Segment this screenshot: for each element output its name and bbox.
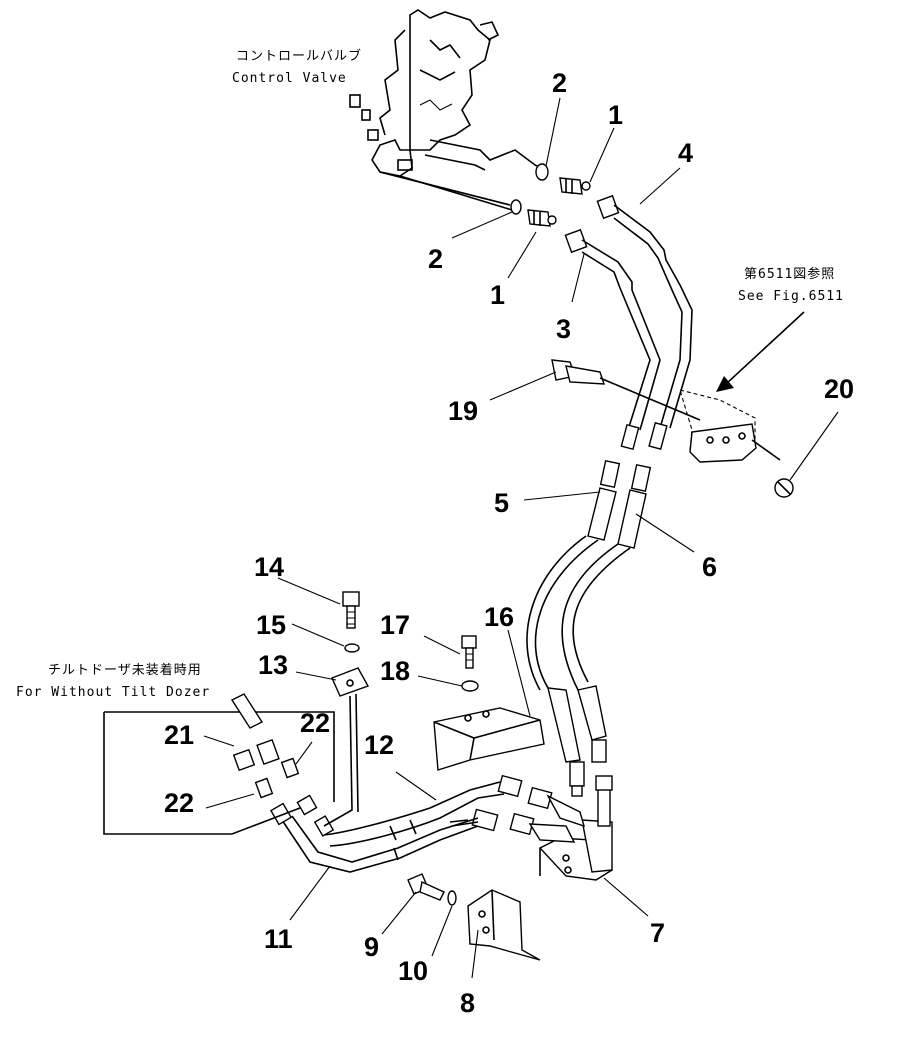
part-number-2: 2 [552,68,567,98]
hose-lower-ends [547,685,607,797]
part-number-1: 1 [490,280,505,310]
part-number-22: 22 [300,708,330,738]
part-number-12: 12 [364,730,394,760]
part-number-10: 10 [398,956,428,986]
bracket-7 [538,775,613,881]
bracket-8 [467,889,541,961]
part-number-5: 5 [494,488,509,518]
clamp-19 [551,359,701,421]
part-number-14: 14 [254,552,284,582]
tube-4 [596,194,693,429]
control-valve [349,9,546,211]
o-ring-2-upper [535,163,549,181]
note-see-fig-en: See Fig.6511 [738,289,844,304]
bolt-9 [407,873,445,901]
elbow-pipes [471,774,586,843]
part-number-16: 16 [484,602,514,632]
part-number-1: 1 [608,100,623,130]
part-number-20: 20 [824,374,854,404]
tube-connector-left [620,423,640,451]
note-control-valve-jp: コントロールバルブ [236,48,362,64]
part-number-13: 13 [258,650,288,680]
hose-6 [561,463,652,691]
part-number-6: 6 [702,552,717,582]
leader-lines [203,97,839,979]
part-number-4: 4 [678,138,693,168]
part-number-22: 22 [164,788,194,818]
tube-3 [564,228,661,431]
pipe-12 [323,781,505,847]
note-tilt-en: For Without Tilt Dozer [16,685,210,700]
note-control-valve-en: Control Valve [232,71,347,86]
part-number-7: 7 [650,918,665,948]
part-number-9: 9 [364,932,379,962]
cover-16 [433,707,545,771]
part-number-21: 21 [164,720,194,750]
part-number-19: 19 [448,396,478,426]
part-number-11: 11 [264,924,293,954]
elbow-fitting-1-lower [527,209,557,227]
washer-15 [344,643,360,653]
hose-5 [526,459,621,691]
part-number-8: 8 [460,988,475,1018]
tilt-dozer-inset [103,693,335,835]
clip-13 [323,667,370,827]
pipe-11 [269,794,479,873]
bracket-fig6511 [679,389,781,463]
bolt-17 [461,635,477,669]
part-number-18: 18 [380,656,410,686]
elbow-fitting-1-upper [559,177,591,195]
part-number-15: 15 [256,610,286,640]
part-number-17: 17 [380,610,410,640]
washer-18 [461,680,479,692]
reference-arrow [716,311,805,392]
washer-10 [447,890,457,906]
tube-connector-right [648,421,668,451]
part-number-3: 3 [556,314,571,344]
note-tilt-jp: チルトドーザ未装着時用 [48,662,202,678]
bolt-14 [342,591,360,629]
o-ring-2-lower [510,199,522,215]
part-number-2: 2 [428,244,443,274]
nut-20 [774,478,794,498]
note-see-fig-jp: 第6511図参照 [744,266,835,282]
